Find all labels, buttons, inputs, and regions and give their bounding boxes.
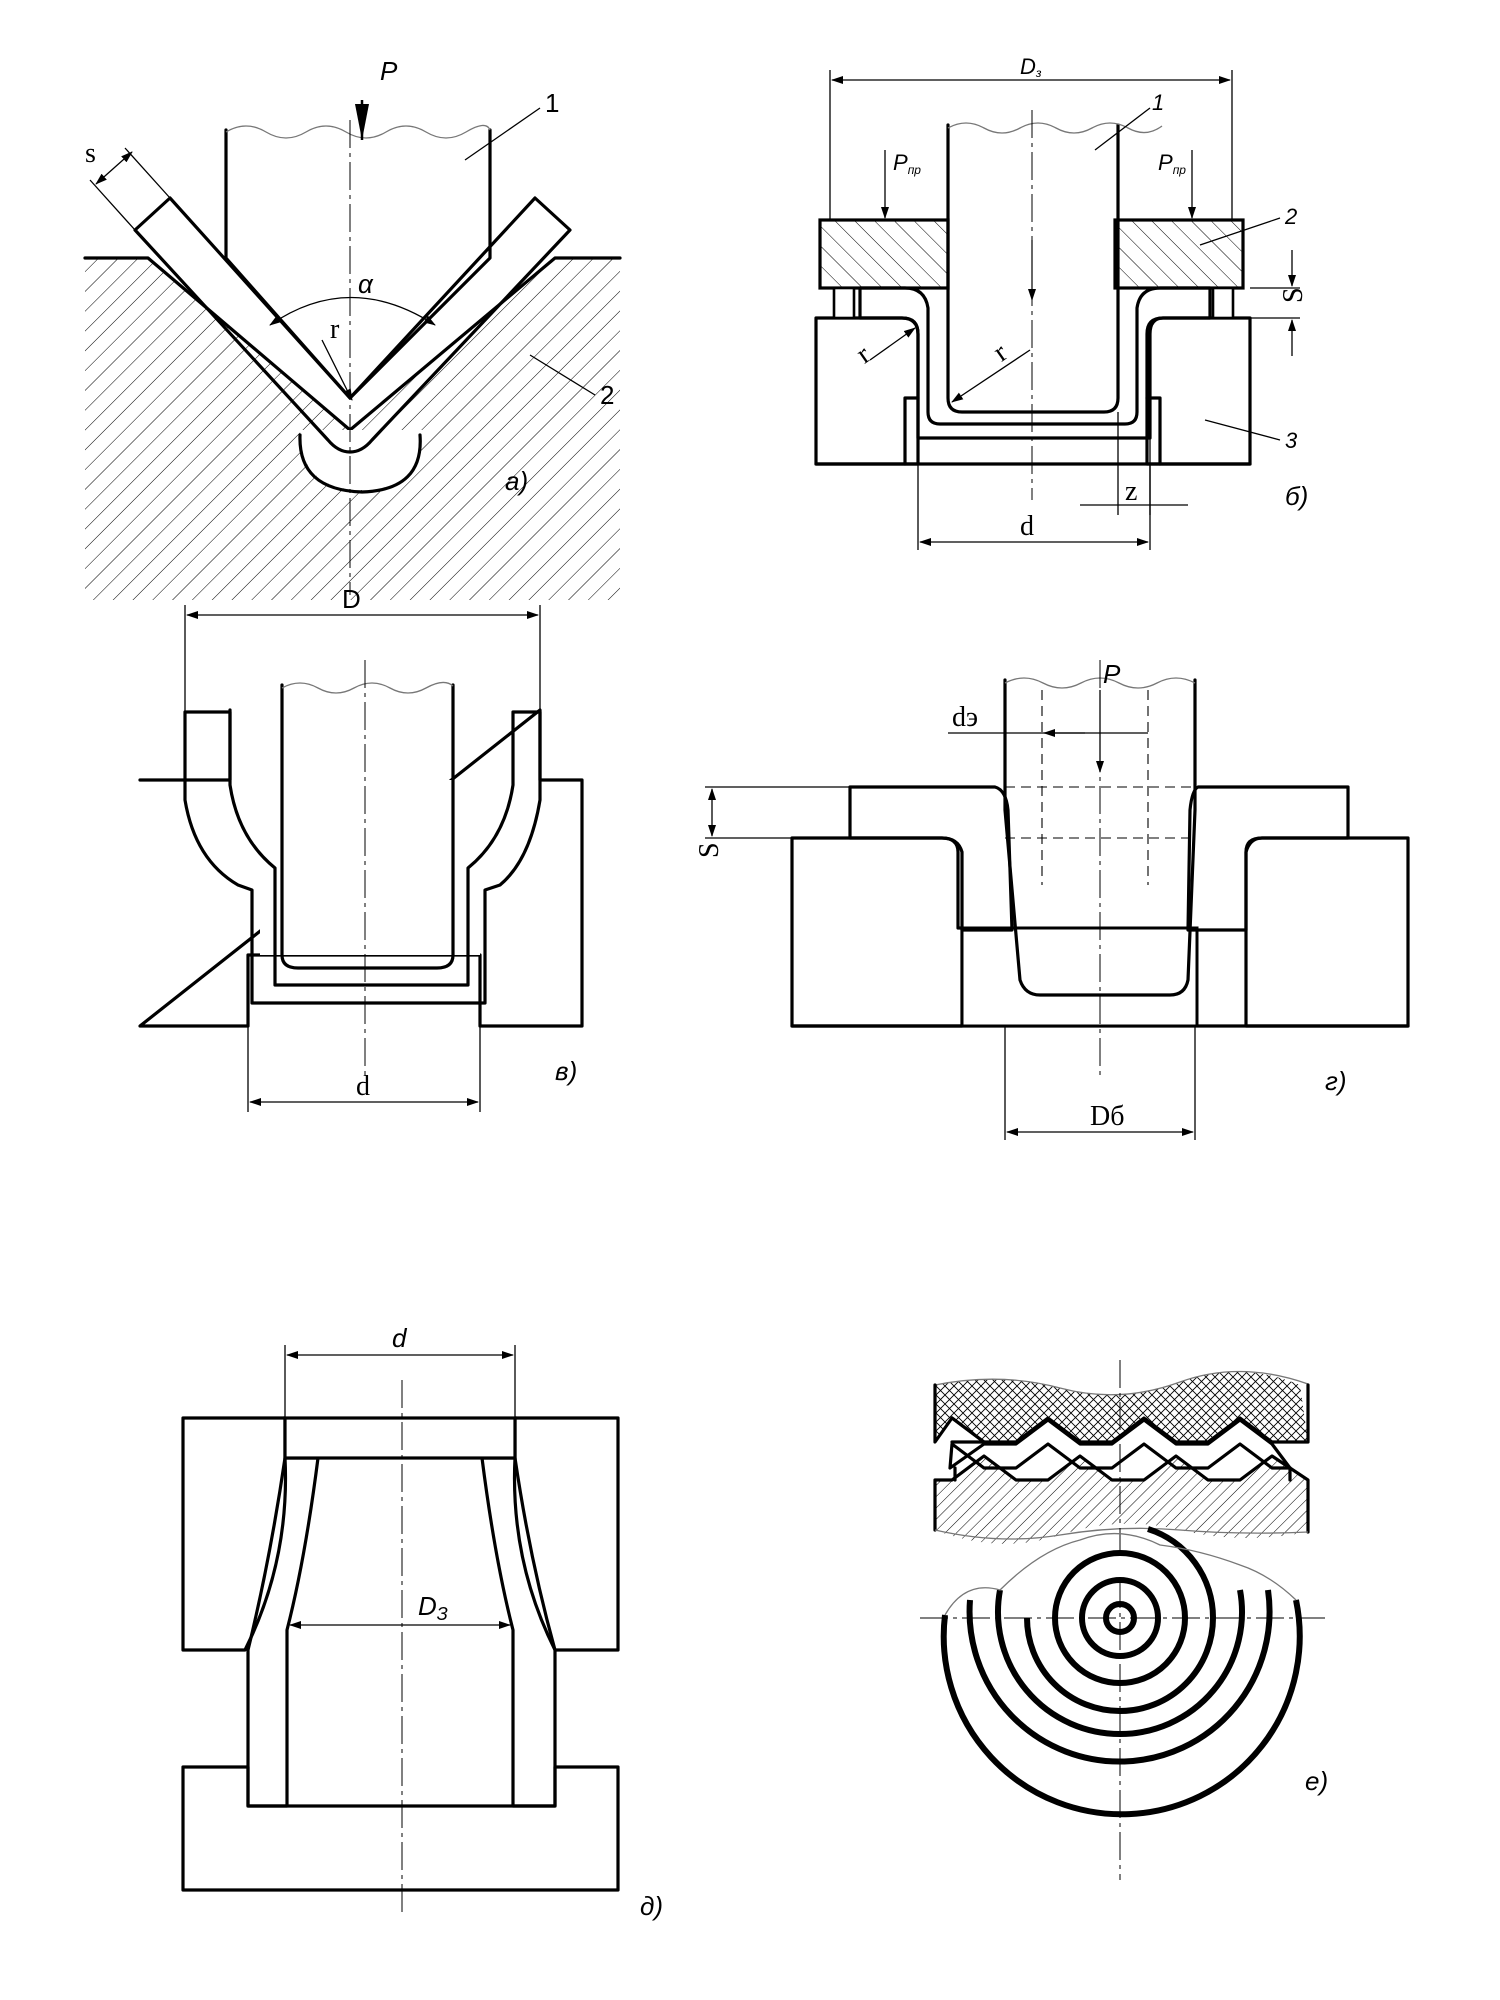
upper-die-e [935,1371,1308,1442]
embossed-rings-plan [920,1526,1325,1880]
thickness-ext-2 [124,147,171,199]
radius-r-label: r [330,314,340,345]
die-relief-outline [298,433,422,494]
blank-holder-right [1113,218,1245,290]
upper-die-d [181,1416,288,1652]
ring-1 [1103,1601,1137,1635]
dz-label: Dз [1020,54,1042,80]
db-label: Dб [1090,1101,1124,1132]
figure-v-redrawing: D d в) [138,584,584,1112]
d-v-label: d [356,1071,370,1102]
holddown-force-right-label: Pпр [1158,150,1186,177]
caption-v: в) [555,1056,577,1086]
punch-v-break [281,681,454,694]
drawn-part [858,286,1212,440]
die-left-g [790,836,964,1028]
punch-1-break [225,124,491,139]
punch-plate-d [283,1416,517,1460]
punch-1b-break [947,122,1163,134]
die-3-right [1145,316,1252,466]
spacer-right [1211,286,1235,320]
D-label: D [342,584,361,614]
punch-1b [946,123,1120,414]
thickness-s-label: s [85,138,96,169]
callout-1-leader [464,107,541,161]
caption-d: д) [640,1891,663,1921]
force-p-g-label: P [1103,659,1121,689]
s-label: S [1278,287,1309,303]
sheet-blank [133,196,572,454]
ring-6 [966,1589,1273,1765]
punch-v [280,683,455,970]
figure-d-bulging: d DЗ д) [181,1323,663,1921]
workpiece-g [848,785,1014,932]
die-cavity-g [960,926,1199,1028]
lower-die-e-outline [933,1454,1310,1534]
die-right-g [1244,836,1410,1028]
ring-3 [1052,1550,1188,1686]
figure-a-v-bending: P α r s 1 2 а) [83,56,622,600]
ring-4 [1024,1526,1217,1714]
caption-b: б) [1285,481,1308,511]
die-3 [814,316,920,466]
ring-7 [940,1599,1303,1818]
bulged-tube-right [480,1456,557,1808]
callout-1b-leader [1094,107,1151,151]
ring-break-edge [944,1532,1297,1616]
die-opening-v [230,780,510,955]
s-g-label: S [694,842,725,858]
radius-leader [321,339,353,401]
radius-punch-leader [951,349,1031,403]
caption-a: а) [505,466,528,496]
dz-d-label: DЗ [418,1591,448,1624]
lower-die-e [935,1456,1308,1544]
callout-2: 2 [600,380,614,410]
figure-g-flanging: P dэ S Dб г) [694,659,1410,1140]
d-d-label: d [392,1323,408,1353]
z-label: z [1125,476,1137,507]
callout-1: 1 [545,88,559,118]
figure-b-deep-drawing: Dз Pпр Pпр S r r 1 2 3 z d б) [814,54,1309,550]
radius-punch-label: r [988,337,1014,368]
caption-e: е) [1305,1766,1328,1796]
callout-3b-leader [1204,419,1281,441]
caption-g: г) [1325,1066,1346,1096]
ring-2 [1079,1577,1161,1659]
spacer-left [832,286,856,320]
callout-2b: 2 [1284,204,1297,229]
radius-die-label: r [851,339,877,370]
thickness-dim [95,151,133,185]
upper-die-d-right [512,1416,620,1652]
d-label: d [1020,511,1034,542]
workpiece-g-right [1186,785,1350,932]
callout-1b: 1 [1152,90,1164,115]
bulged-tube-left [246,1456,320,1808]
punch-g [1003,678,1197,997]
callout-2-leader [529,354,596,396]
radius-die-leader [869,327,916,361]
redrawn-part [183,710,542,1005]
thickness-ext-1 [89,179,136,231]
angle-alpha-label: α [358,269,374,299]
callout-2b-leader [1199,217,1281,246]
blank-holder-left [818,218,950,290]
force-p-label: P [380,56,398,86]
de-label: dэ [952,702,978,733]
holddown-force-left-label: Pпр [893,150,921,177]
angle-arc [269,296,436,326]
figure-e-embossing: е) [920,1360,1328,1880]
callout-3b: 3 [1285,428,1298,453]
ring-5 [995,1589,1245,1737]
